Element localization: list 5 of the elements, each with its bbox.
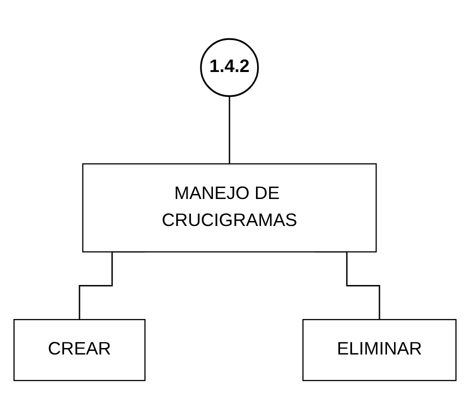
connector [228,96,230,165]
node-box: CREAR [12,319,146,382]
node-circle: 1.4.2 [200,38,258,98]
node-box: MANEJO DE CRUCIGRAMAS [82,164,376,253]
node-box: ELIMINAR [302,319,456,382]
